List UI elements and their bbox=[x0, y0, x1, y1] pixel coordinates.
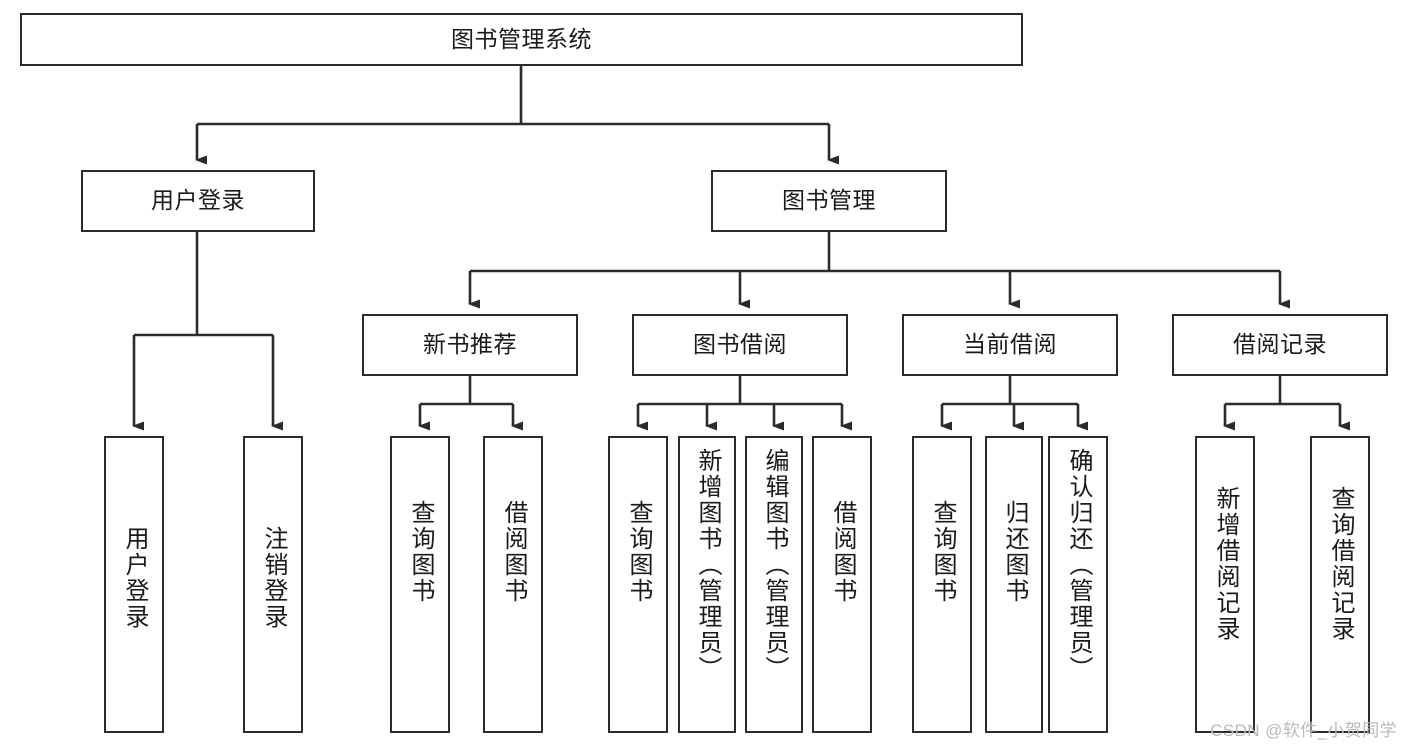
node-new-book-recommend-label: 新书推荐 bbox=[423, 331, 517, 358]
node-leaf-logout[interactable]: 注销登录 bbox=[243, 436, 303, 733]
node-leaf-borrow-book-2[interactable]: 借阅图书 bbox=[812, 436, 872, 733]
node-leaf-add-book[interactable]: 新增图书（管理员） bbox=[678, 436, 736, 733]
node-book-borrow-label: 图书借阅 bbox=[693, 331, 787, 358]
node-leaf-query-book-1[interactable]: 查询图书 bbox=[390, 436, 450, 733]
node-borrow-record-label: 借阅记录 bbox=[1233, 331, 1327, 358]
node-current-borrow[interactable]: 当前借阅 bbox=[902, 314, 1118, 376]
node-leaf-query-record-label: 查询借阅记录 bbox=[1327, 486, 1354, 642]
node-leaf-add-record[interactable]: 新增借阅记录 bbox=[1195, 436, 1255, 733]
node-user-login[interactable]: 用户登录 bbox=[81, 170, 315, 232]
csdn-watermark: CSDN @软件_小贺同学 bbox=[1210, 721, 1397, 740]
node-leaf-query-book-2[interactable]: 查询图书 bbox=[608, 436, 668, 733]
node-leaf-query-book-3-label: 查询图书 bbox=[929, 500, 956, 604]
node-book-borrow[interactable]: 图书借阅 bbox=[632, 314, 848, 376]
node-leaf-query-book-1-label: 查询图书 bbox=[407, 500, 434, 604]
node-leaf-add-record-label: 新增借阅记录 bbox=[1212, 486, 1239, 642]
node-root-label: 图书管理系统 bbox=[451, 25, 592, 52]
node-borrow-record[interactable]: 借阅记录 bbox=[1172, 314, 1388, 376]
node-leaf-confirm-return[interactable]: 确认归还（管理员） bbox=[1048, 436, 1108, 733]
node-leaf-return-book-label: 归还图书 bbox=[1001, 500, 1028, 604]
node-leaf-logout-label: 注销登录 bbox=[260, 526, 287, 630]
node-leaf-query-book-2-label: 查询图书 bbox=[625, 500, 652, 604]
node-leaf-query-record[interactable]: 查询借阅记录 bbox=[1310, 436, 1370, 733]
node-leaf-edit-book[interactable]: 编辑图书（管理员） bbox=[745, 436, 803, 733]
node-leaf-query-book-3[interactable]: 查询图书 bbox=[912, 436, 972, 733]
node-new-book-recommend[interactable]: 新书推荐 bbox=[362, 314, 578, 376]
node-leaf-borrow-book-1[interactable]: 借阅图书 bbox=[483, 436, 543, 733]
node-leaf-add-book-label: 新增图书（管理员） bbox=[694, 448, 721, 682]
node-leaf-confirm-return-label: 确认归还（管理员） bbox=[1065, 448, 1092, 682]
node-current-borrow-label: 当前借阅 bbox=[963, 331, 1057, 358]
node-root[interactable]: 图书管理系统 bbox=[20, 13, 1023, 66]
node-book-manage[interactable]: 图书管理 bbox=[711, 170, 947, 232]
node-leaf-borrow-book-1-label: 借阅图书 bbox=[500, 500, 527, 604]
node-user-login-label: 用户登录 bbox=[151, 187, 245, 214]
node-leaf-edit-book-label: 编辑图书（管理员） bbox=[761, 448, 788, 682]
node-leaf-return-book[interactable]: 归还图书 bbox=[985, 436, 1043, 733]
node-leaf-user-login-label: 用户登录 bbox=[121, 526, 148, 630]
node-book-manage-label: 图书管理 bbox=[782, 187, 876, 214]
node-leaf-user-login[interactable]: 用户登录 bbox=[104, 436, 164, 733]
node-leaf-borrow-book-2-label: 借阅图书 bbox=[829, 500, 856, 604]
